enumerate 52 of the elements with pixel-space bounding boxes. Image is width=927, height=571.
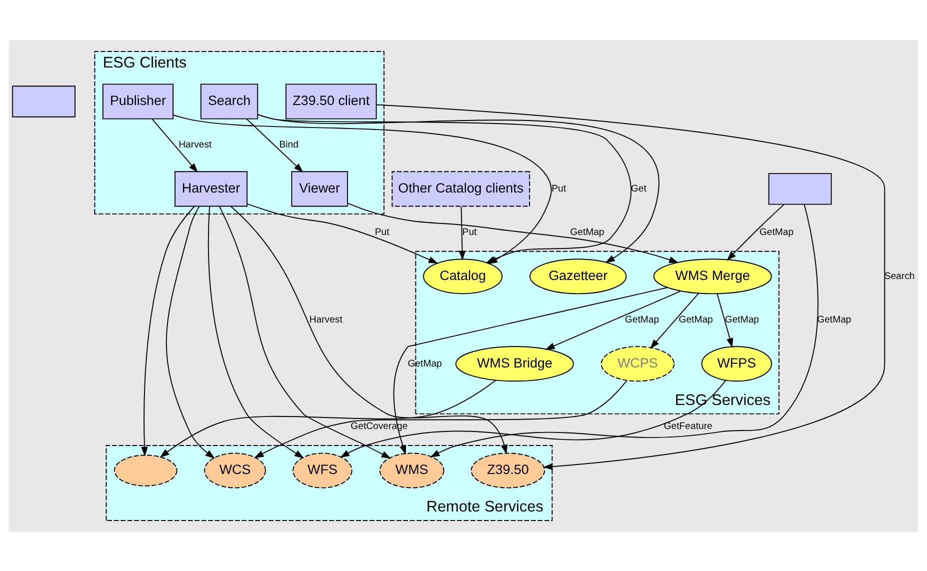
edge-label: GetMap xyxy=(624,314,660,326)
arrow xyxy=(246,118,304,172)
arrow xyxy=(393,286,668,454)
node-box: Z39.50 client xyxy=(285,83,377,119)
arrow xyxy=(166,205,215,458)
node-box xyxy=(768,172,832,204)
node-box: Other Catalog clients xyxy=(392,170,530,206)
edge-label: GetMap xyxy=(678,314,713,326)
edge-label: GetFeature xyxy=(664,420,712,432)
node-ellipse: Gazetteer xyxy=(529,258,627,294)
edge-label: GetMap xyxy=(570,226,604,238)
edge-label: Harvest xyxy=(309,314,342,326)
arrow xyxy=(430,204,818,457)
edge-label: Harvest xyxy=(178,139,212,150)
edge-label: GetMap xyxy=(759,226,794,238)
arrow xyxy=(650,292,699,348)
node-box: Publisher xyxy=(102,83,174,119)
edge-label: Search xyxy=(884,270,915,282)
edge-label: Put xyxy=(552,182,566,194)
edge-label: Bind xyxy=(279,139,298,150)
arrow xyxy=(230,205,508,454)
arrow xyxy=(152,118,198,172)
arrow xyxy=(246,203,438,264)
node-ellipse: WCPS xyxy=(600,346,675,382)
node-box: Search xyxy=(200,83,258,119)
node-ellipse: Catalog xyxy=(423,258,503,294)
arrow xyxy=(458,205,466,260)
arrow xyxy=(340,380,726,458)
node-ellipse: WFS xyxy=(292,452,352,488)
arrow xyxy=(141,206,195,456)
arrow xyxy=(545,290,682,350)
node-ellipse: WFPS xyxy=(701,346,772,382)
node-cloud xyxy=(114,454,178,486)
node-box: Harvester xyxy=(174,170,248,206)
arrow xyxy=(376,104,886,470)
node-box xyxy=(12,85,76,117)
edge-label: Put xyxy=(462,226,477,238)
edge-label: GetMap xyxy=(724,314,759,326)
node-ellipse: Z39.50 xyxy=(470,452,546,488)
node-ellipse: WMS xyxy=(379,452,444,488)
arrow xyxy=(726,203,785,260)
node-ellipse: WMS Merge xyxy=(653,258,772,294)
arrow xyxy=(254,380,628,458)
edge-label: GetMap xyxy=(408,358,442,369)
arrow xyxy=(219,206,392,458)
node-ellipse: WCS xyxy=(204,452,266,488)
arrow xyxy=(716,292,734,348)
arrow xyxy=(160,379,496,458)
arrow xyxy=(208,206,304,458)
edge-label: Put xyxy=(374,226,390,238)
node-ellipse: WMS Bridge xyxy=(455,346,574,382)
node-box: Viewer xyxy=(291,170,348,206)
